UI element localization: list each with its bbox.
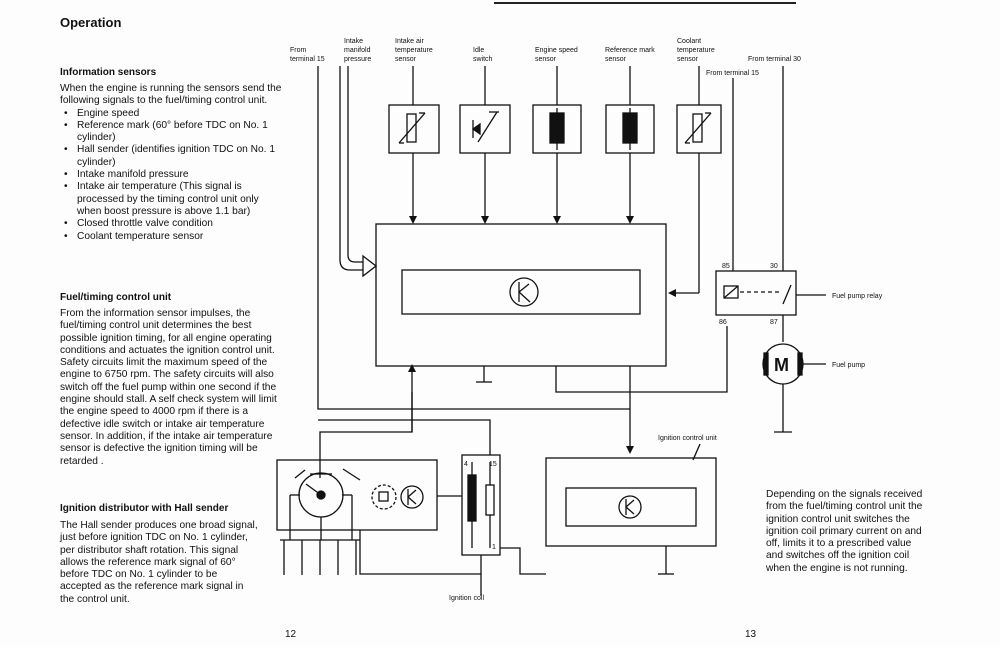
page-title: Operation [60,15,122,30]
ignition-distributor [276,459,438,575]
distributor-text: The Hall sender produces one broad signa… [60,520,258,605]
fuel-pump-label: Fuel pump [832,362,865,369]
reference-mark-sensor-symbol [605,104,655,154]
coolant-temp-sensor-symbol [676,104,722,154]
sensor-list: Engine speed Reference mark (60° before … [60,108,282,244]
svg-text:manifold: manifold [344,47,371,54]
top-rule [494,2,796,4]
fuel-timing-control-unit [375,223,667,383]
idle-switch-symbol [459,104,511,154]
fuel-pump-motor: M [762,343,826,433]
list-item: Intake air temperature (This signal is p… [64,181,282,218]
info-sensors-heading: Information sensors [60,67,157,78]
page-number-left: 12 [285,629,297,640]
svg-text:sensor: sensor [605,56,627,63]
intake-air-temp-sensor-symbol [388,104,440,154]
info-sensors-intro: When the engine is running the sensors s… [60,83,282,107]
label-idle-switch: Idle switch [473,47,493,63]
coil-pin-4: 4 [464,461,468,468]
list-item: Hall sender (identifies ignition TDC on … [64,144,282,169]
coil-pin-1: 1 [492,544,496,551]
label-engine-speed-sensor: Engine speed sensor [535,47,578,63]
label-from-terminal-15-relay: From terminal 15 [706,70,759,77]
svg-text:Coolant: Coolant [677,38,701,45]
svg-text:Idle: Idle [473,47,484,54]
list-item: Coolant temperature sensor [64,231,282,244]
svg-text:sensor: sensor [677,56,699,63]
intake-manifold-pressure-line [339,66,378,278]
fuel-unit-heading: Fuel/timing control unit [60,292,172,303]
svg-text:pressure: pressure [344,56,371,63]
label-from-terminal-30: From terminal 30 [748,56,801,63]
engine-speed-sensor-symbol [532,104,582,154]
svg-text:temperature: temperature [677,47,715,54]
svg-text:From: From [290,47,307,54]
svg-text:sensor: sensor [395,56,417,63]
svg-text:M: M [774,355,789,375]
page-number-right: 13 [745,629,757,640]
svg-text:Intake: Intake [344,38,363,45]
svg-text:temperature: temperature [395,47,433,54]
relay-pin-87: 87 [770,319,778,326]
label-reference-mark-sensor: Reference mark sensor [605,47,655,63]
fuel-pump-relay-label: Fuel pump relay [832,293,883,300]
label-intake-air-temperature-sensor: Intake air temperature sensor [395,38,433,63]
list-item: Engine speed [64,108,282,121]
relay-pin-85: 85 [722,263,730,270]
label-coolant-temperature-sensor: Coolant temperature sensor [677,38,715,63]
svg-text:switch: switch [473,56,493,63]
list-item: Reference mark (60° before TDC on No. 1 … [64,120,282,145]
svg-text:sensor: sensor [535,56,557,63]
relay-pin-30: 30 [770,263,778,270]
label-from-terminal-15: From terminal 15 [290,47,325,63]
svg-text:Engine speed: Engine speed [535,47,578,54]
relay-pin-86: 86 [719,319,727,326]
label-intake-manifold-pressure: Intake manifold pressure [344,38,371,63]
fuel-pump-relay [715,270,826,316]
info-sensors-section: When the engine is running the sensors s… [60,83,282,243]
svg-text:terminal 15: terminal 15 [290,56,325,63]
distributor-heading: Ignition distributor with Hall sender [60,503,229,514]
coil-pin-15: 15 [489,461,497,468]
list-item: Closed throttle valve condition [64,218,282,231]
svg-text:Reference mark: Reference mark [605,47,655,54]
ignition-coil [461,454,501,596]
ignition-control-description: Depending on the signals received from t… [766,489,923,574]
svg-text:Intake air: Intake air [395,38,424,45]
fuel-unit-text: From the information sensor impulses, th… [60,308,277,467]
ignition-coil-label: Ignition coil [449,595,484,602]
list-item: Intake manifold pressure [64,169,282,182]
ignition-control-unit-label: Ignition control unit [658,435,717,442]
ignition-control-unit [545,443,717,575]
